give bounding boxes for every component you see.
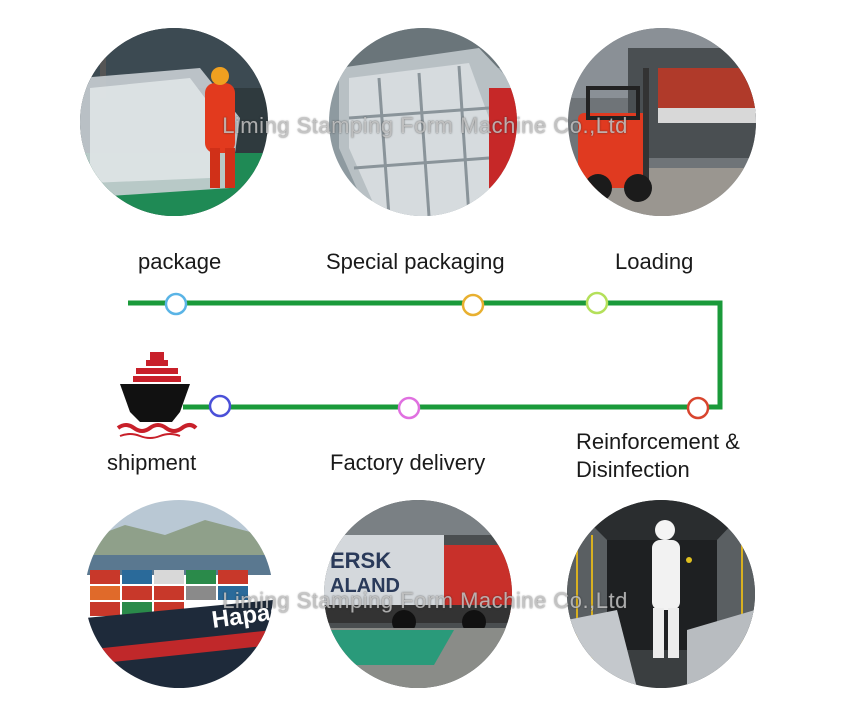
ship-icon [116,352,198,439]
label-shipment: shipment [107,450,197,475]
container-text-1: ERSK [330,548,391,573]
watermark-top: Liming Stamping Form Machine Co.,Ltd [222,113,628,138]
label-package: package [138,249,222,274]
label-factory-delivery: Factory delivery [330,450,486,475]
node-factory-delivery [397,396,421,420]
container-text-2: ALAND [330,575,400,597]
photo-factory-delivery: ERSK ALAND [324,500,512,688]
node-loading [585,291,609,315]
node-special-packaging [461,293,485,317]
label-loading: Loading [615,249,694,274]
label-disinfection: Disinfection [576,457,690,482]
node-shipment [208,394,232,418]
node-reinforcement [686,396,710,420]
route-path [128,300,723,410]
node-package [164,292,188,316]
label-special-packaging: Special packaging [326,249,505,274]
watermark-bottom: Liming Stamping Form Machine Co.,Ltd [222,588,628,613]
label-reinforcement: Reinforcement & [576,429,740,454]
photo-shipment: Hapag [85,500,273,688]
